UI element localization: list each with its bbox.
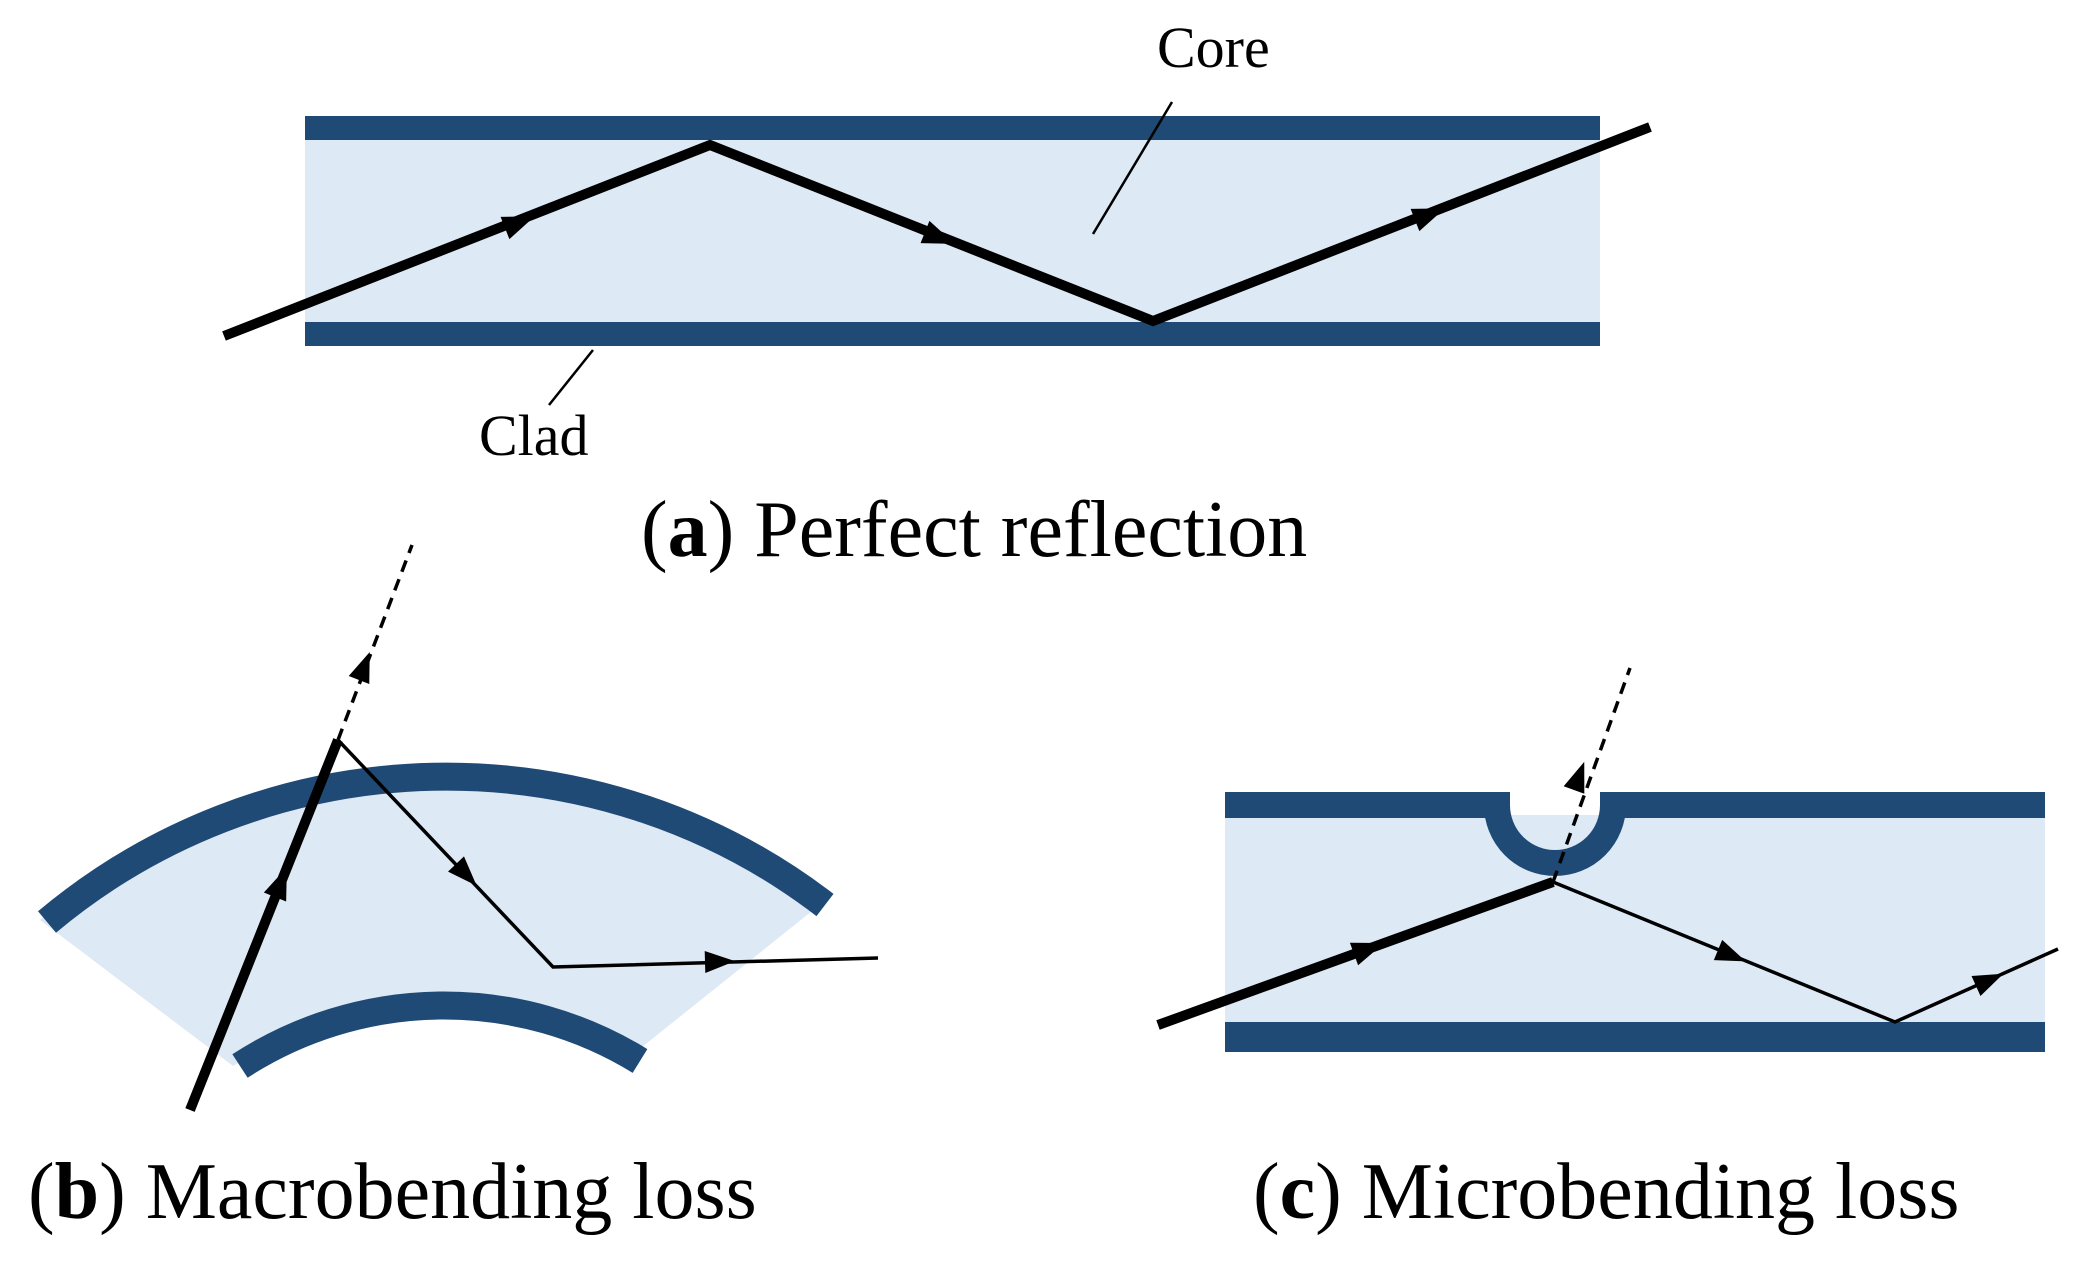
panel-b: (b) Macrobending loss (28, 544, 879, 1236)
panel-a-ray-arrow-1 (500, 216, 535, 240)
panel-b-caption: (b) Macrobending loss (28, 1148, 757, 1236)
panel-c-reflected-arrow-2 (1971, 973, 2004, 997)
panel-a-core-label: Core (1157, 15, 1270, 80)
panel-a-core-leader-line (1091, 101, 1174, 235)
panel-b-clad-outer (38, 762, 834, 933)
panel-c-escaping-arrow (1563, 761, 1585, 794)
panel-c-core (1225, 815, 2045, 1035)
panel-b-clad-inner (232, 991, 648, 1078)
panel-b-incident-ray (185, 738, 343, 1112)
panel-a-caption: (a) Perfect reflection (641, 486, 1307, 574)
panel-a-clad-bottom (305, 322, 1600, 346)
panel-b-reflected-arrow-2 (704, 951, 735, 973)
panel-b-incident-arrow (263, 867, 287, 902)
panel-c-clad-top-with-bend (1225, 792, 2045, 876)
panel-b-escaping-arrow (348, 651, 370, 684)
panel-a-ray-arrow-3 (1410, 208, 1445, 232)
panel-c-escaping-ray-dashed (1551, 667, 1632, 883)
panel-c: (c) Microbending loss (1156, 667, 2059, 1236)
panel-c-incident-arrow (1349, 942, 1385, 966)
panel-c-caption: (c) Microbending loss (1253, 1148, 1960, 1236)
panel-c-reflected-ray (1552, 880, 2059, 1024)
panel-c-clad-bottom (1225, 1022, 2045, 1052)
panel-b-escaping-ray-dashed (336, 544, 414, 741)
panel-b-reflected-arrow-1 (448, 856, 477, 886)
panel-a-ray-arrow-2 (920, 220, 955, 244)
panel-b-reflected-ray (336, 738, 879, 969)
panel-a-clad-top (305, 116, 1600, 140)
panel-c-reflected-arrow-1 (1713, 939, 1746, 962)
panel-a-clad-label: Clad (479, 403, 589, 468)
panel-a: Core Clad (a) Perfect reflection (222, 15, 1652, 574)
panel-a-clad-leader-line (548, 349, 594, 406)
